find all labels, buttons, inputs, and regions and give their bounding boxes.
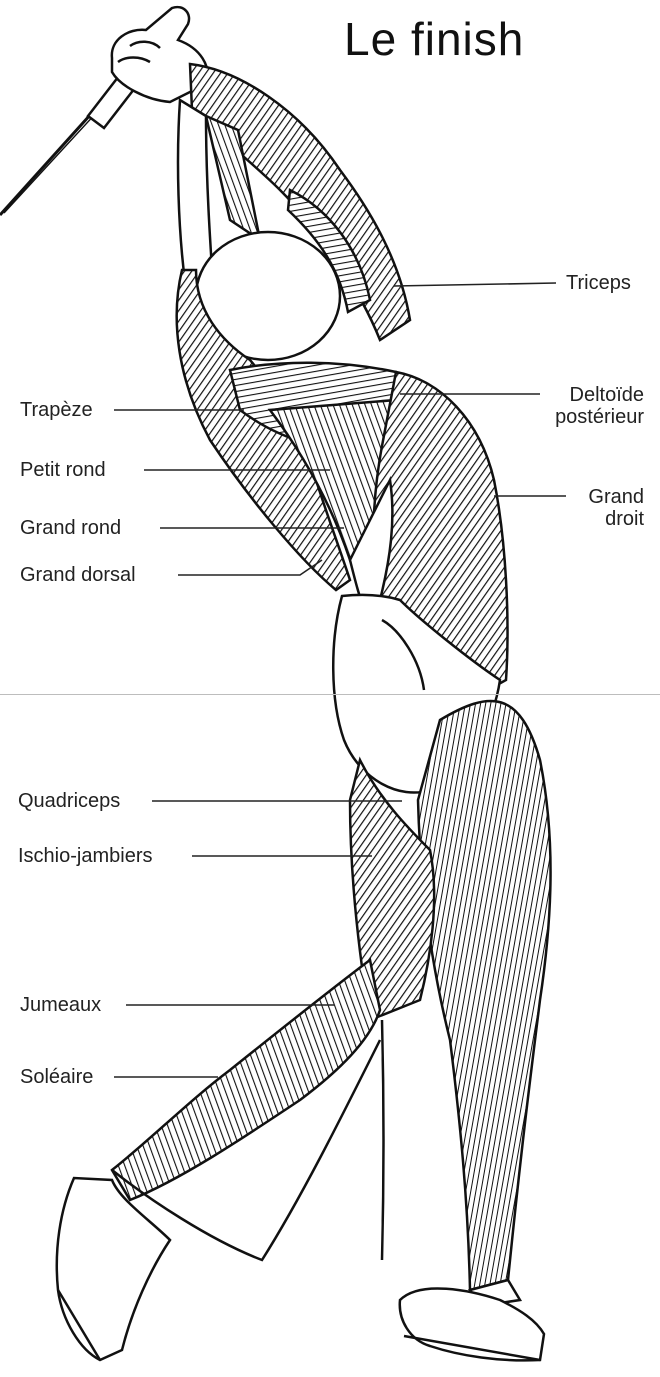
label-grand-droit-line2: droit — [560, 508, 644, 530]
label-grand-rond: Grand rond — [20, 517, 121, 539]
label-triceps: Triceps — [566, 272, 631, 294]
label-jumeaux: Jumeaux — [20, 994, 101, 1016]
label-grand-droit-line1: Grand — [560, 486, 644, 508]
legs — [112, 701, 551, 1306]
label-deltoide: Deltoïde postérieur — [532, 384, 644, 428]
label-deltoide-line2: postérieur — [532, 406, 644, 428]
page-fold-line — [0, 694, 660, 695]
golf-club — [0, 72, 138, 215]
label-grand-dorsal: Grand dorsal — [20, 564, 136, 586]
label-quadriceps: Quadriceps — [18, 790, 120, 812]
label-petit-rond: Petit rond — [20, 459, 106, 481]
label-ischio-jambiers: Ischio-jambiers — [18, 845, 152, 867]
label-deltoide-line1: Deltoïde — [532, 384, 644, 406]
label-trapeze: Trapèze — [20, 399, 93, 421]
label-soleaire: Soléaire — [20, 1066, 93, 1088]
label-grand-droit: Grand droit — [560, 486, 644, 530]
